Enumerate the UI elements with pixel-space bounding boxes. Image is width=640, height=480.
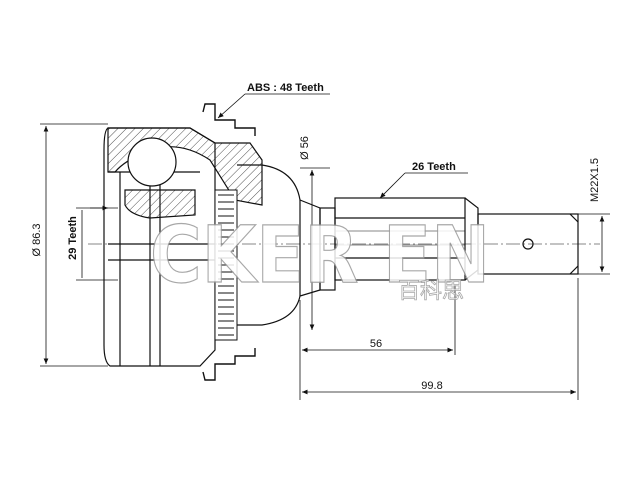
shaft-length-label: 56 bbox=[370, 338, 382, 350]
dim-total-length bbox=[302, 278, 579, 400]
thread-label: M22X1.5 bbox=[589, 158, 601, 202]
stub-shaft bbox=[237, 164, 579, 326]
outer-teeth-label: 26 Teeth bbox=[412, 161, 456, 173]
watermark-sub: 百科思 bbox=[398, 279, 464, 304]
leader-abs bbox=[217, 93, 330, 119]
leader-outer-teeth bbox=[379, 172, 468, 199]
abs-teeth-label: ABS : 48 Teeth bbox=[247, 82, 324, 94]
dim-seal-diameter bbox=[300, 167, 330, 330]
dim-outer-diameter bbox=[40, 123, 108, 367]
total-length-label: 99.8 bbox=[421, 380, 442, 392]
outer-diameter-label: Ø 86.3 bbox=[31, 223, 43, 256]
dim-thread bbox=[578, 213, 610, 275]
dim-shaft-length bbox=[299, 285, 456, 400]
inner-race bbox=[124, 189, 196, 219]
watermark-brand: CKER EN bbox=[150, 211, 490, 301]
ball bbox=[127, 137, 177, 187]
inner-teeth-label: 29 Teeth bbox=[67, 216, 79, 260]
seal-diameter-label: Ø 56 bbox=[299, 136, 311, 160]
abs-ring bbox=[214, 189, 238, 341]
dim-inner-teeth bbox=[76, 205, 118, 281]
boot-clamps bbox=[202, 103, 256, 381]
